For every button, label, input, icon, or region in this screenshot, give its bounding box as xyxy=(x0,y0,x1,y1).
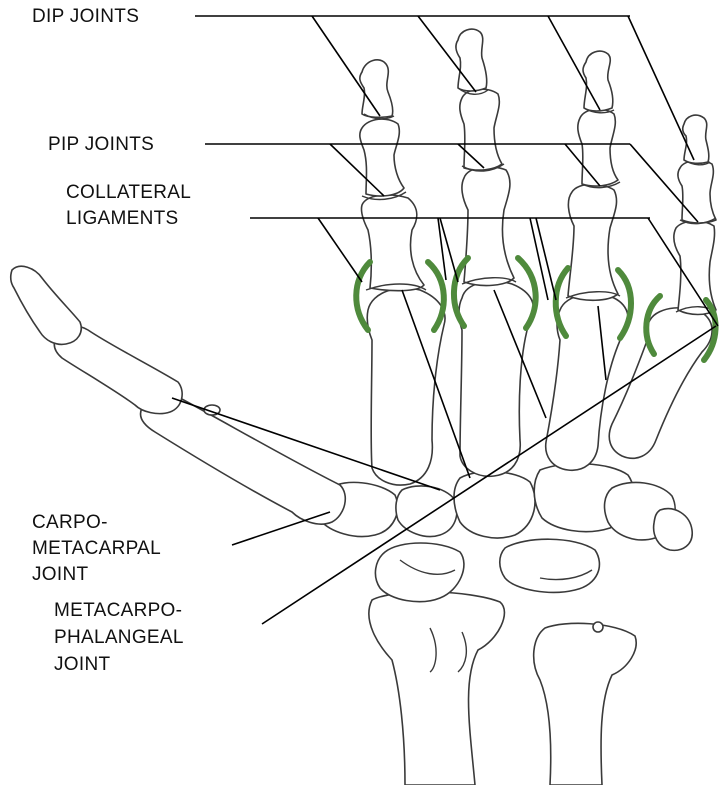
little-distal-phalanx xyxy=(683,115,709,163)
index-proximal-phalanx xyxy=(361,195,424,291)
ring-proximal-phalanx xyxy=(568,184,618,300)
index-finger-bones xyxy=(360,60,445,485)
label-pip-joints: PIP JOINTS xyxy=(48,134,154,155)
little-middle-phalanx xyxy=(678,161,716,223)
forearm-bones xyxy=(369,592,636,785)
label-cmc-line2: METACARPAL xyxy=(32,538,161,559)
label-mcp-line3: JOINT xyxy=(54,654,110,675)
lunate-bone xyxy=(500,539,600,592)
label-cmc-line3: JOINT xyxy=(32,564,88,585)
ulna-bone xyxy=(534,623,636,785)
middle-distal-phalanx xyxy=(456,29,487,91)
middle-finger-bones xyxy=(456,29,534,476)
index-distal-phalanx xyxy=(360,60,393,117)
pisiform-bone xyxy=(654,509,693,551)
ring-finger-bones xyxy=(546,51,628,470)
leader-cmc xyxy=(232,512,330,545)
thumb-distal-phalanx xyxy=(11,266,82,344)
middle-proximal-phalanx xyxy=(462,167,514,286)
ring-middle-phalanx xyxy=(578,109,618,186)
label-cmc-line1: CARPO- xyxy=(32,512,108,533)
ring-distal-phalanx xyxy=(583,51,613,111)
label-mcp-line2: PHALANGEAL xyxy=(54,627,184,648)
middle-middle-phalanx xyxy=(460,89,502,170)
middle-metacarpal xyxy=(459,281,533,476)
label-dip-joints: DIP JOINTS xyxy=(32,6,139,27)
label-mcp-line1: METACARPO- xyxy=(54,600,182,621)
index-middle-phalanx xyxy=(360,119,404,196)
capitate-bone xyxy=(454,472,535,538)
thumb-bones xyxy=(11,266,346,524)
carpal-bones xyxy=(318,464,692,602)
label-collateral-line2: LIGAMENTS xyxy=(66,208,179,229)
index-metacarpal xyxy=(367,288,445,485)
radius-bone xyxy=(369,592,505,785)
label-collateral-line1: COLLATERAL xyxy=(66,182,191,203)
thumb-metacarpal xyxy=(141,394,346,524)
trapezoid-bone xyxy=(396,486,457,537)
